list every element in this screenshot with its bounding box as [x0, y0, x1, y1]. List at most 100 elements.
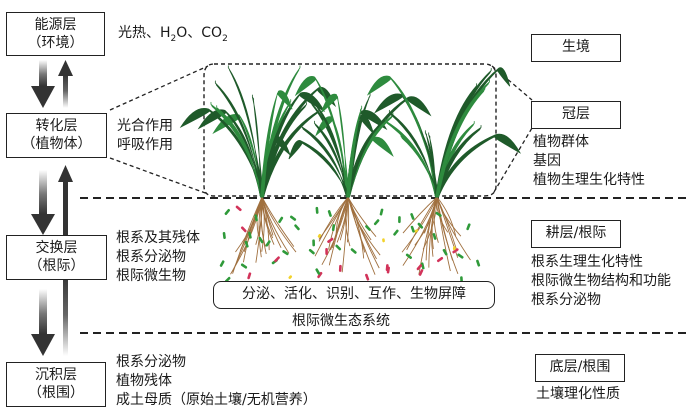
microbe	[338, 264, 342, 272]
canopy-items: 植物群体 基因 植物生理生化特性	[533, 133, 645, 190]
leaf-blade	[346, 105, 363, 198]
canopy-item: 基因	[533, 153, 561, 169]
leaf-blade	[227, 65, 264, 198]
right-box-subsoil: 底层/根围	[535, 354, 625, 382]
microbe	[240, 263, 248, 269]
microbe	[288, 275, 293, 279]
component-item: 根系分泌物	[116, 354, 186, 370]
leaf-blade	[210, 101, 265, 198]
component-item: 成土母质（原始土壤/无机营养）	[116, 392, 317, 408]
microbe	[317, 233, 322, 238]
callout-line-left-bottom	[109, 157, 209, 195]
root-strand	[318, 196, 349, 242]
microbe	[317, 271, 323, 279]
arrows-conversion-exchange	[31, 165, 73, 235]
microbe	[335, 244, 342, 251]
layer-sub: （环境）	[27, 35, 84, 51]
microbe	[416, 264, 423, 271]
microbe	[417, 222, 424, 229]
microbe	[224, 208, 231, 216]
component-item: 根际微生物	[116, 268, 186, 284]
subscript: 2	[170, 33, 177, 44]
root-strand	[336, 196, 349, 243]
arrows-energy-conversion	[31, 60, 73, 108]
canopy-callout-frame	[203, 63, 497, 197]
root-strand	[347, 196, 376, 275]
callout-line-left-top	[109, 65, 209, 111]
leaf-blade	[388, 109, 440, 198]
root-strand	[255, 196, 263, 263]
subsoil-label: 底层/根围	[549, 359, 611, 375]
leaf-blade	[428, 132, 439, 198]
tillage-label: 耕层/根际	[545, 225, 607, 241]
microbe	[331, 224, 336, 232]
leaf-blade	[212, 114, 264, 198]
tillage-item: 根系分泌物	[531, 292, 601, 308]
rhizosphere-system-label: 根际微生态系统	[292, 313, 390, 329]
leaf-blade	[421, 130, 439, 198]
microbe	[244, 240, 249, 248]
microbe	[432, 233, 437, 240]
microbe	[410, 213, 415, 220]
plant-3	[366, 67, 521, 284]
microbe	[379, 208, 384, 216]
leaf-blade	[214, 80, 264, 198]
microbe	[365, 225, 371, 231]
root-strand	[436, 196, 454, 261]
tillage-item: 根际微生物结构和功能	[531, 273, 671, 289]
microbe	[393, 229, 399, 236]
microbe	[466, 223, 471, 231]
leaf-blade	[385, 118, 440, 198]
energy-input-text: O、CO	[176, 25, 223, 41]
leaf-blade	[259, 108, 320, 198]
microbe	[386, 266, 390, 274]
root-strand	[414, 196, 438, 246]
layer-name: 能源层	[34, 17, 77, 33]
tillage-items: 根系生理生化特性 根际微生物结构和功能 根系分泌物	[531, 253, 671, 310]
plant-2	[288, 76, 432, 281]
root-strand	[436, 196, 457, 236]
microbe	[312, 239, 316, 247]
microbe	[452, 246, 456, 251]
microbe	[452, 248, 459, 254]
canopy-item: 植物群体	[533, 134, 589, 150]
microbe	[294, 224, 300, 231]
component-item: 根系分泌物	[116, 249, 186, 265]
root-strand	[256, 196, 263, 237]
microbe	[315, 268, 321, 275]
microbe	[219, 260, 225, 267]
microbe	[414, 229, 419, 233]
tillage-item: 根系生理生化特性	[531, 254, 643, 270]
microbe	[282, 250, 289, 256]
microbe	[350, 248, 357, 254]
layer-name: 交换层	[35, 240, 78, 256]
layer-box-sediment: 沉积层 （根围）	[6, 362, 106, 407]
root-strand	[331, 196, 349, 248]
layer-name: 转化层	[35, 118, 78, 134]
microbe	[418, 269, 424, 276]
microbe	[410, 225, 415, 233]
leaf-blade	[260, 92, 326, 198]
leaf-blade	[434, 133, 521, 198]
microbe	[382, 238, 385, 243]
rhizosphere-process-box: 分泌、活化、识别、互作、生物屏障	[213, 281, 495, 309]
subsoil-item: 土壤理化性质	[536, 386, 620, 402]
microbe	[327, 237, 334, 243]
plant-1	[179, 65, 337, 283]
root-strand	[261, 196, 295, 247]
root-strand	[406, 196, 438, 251]
leaf-blade	[197, 109, 265, 198]
root-strand	[261, 196, 297, 253]
root-strand	[402, 196, 438, 266]
microbe	[435, 211, 442, 217]
microbe	[420, 262, 425, 270]
leaf-blade	[301, 124, 351, 198]
subscript: 2	[222, 33, 228, 44]
root-strand	[402, 196, 438, 234]
layer-name: 沉积层	[35, 367, 77, 383]
microbe	[325, 248, 328, 256]
microbe	[240, 226, 247, 233]
microbe	[457, 253, 464, 259]
microbe	[247, 272, 252, 280]
